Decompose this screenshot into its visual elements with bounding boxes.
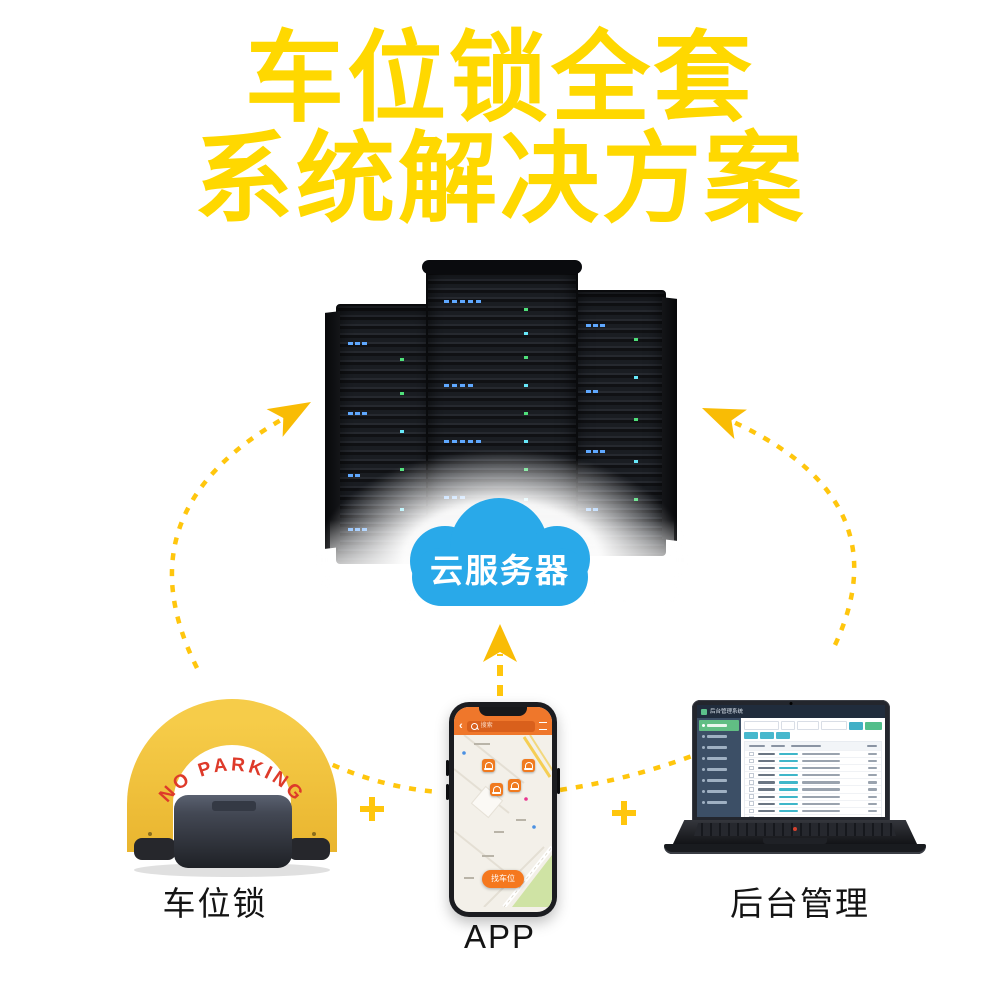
caption-app: APP — [463, 918, 537, 955]
smartphone: ‹ 搜索 — [446, 702, 560, 917]
phone-notch — [479, 707, 527, 716]
admin-logo — [701, 708, 707, 715]
sidebar-item — [699, 764, 739, 775]
admin-ui: 后台管理系统 — [697, 705, 885, 817]
laptop: 后台管理系统 — [664, 696, 926, 862]
table-row — [745, 764, 881, 771]
table-row — [745, 771, 881, 778]
title-line-1: 车位锁全套 — [245, 22, 755, 133]
caption-admin: 后台管理 — [730, 885, 870, 922]
lock-marker-icon — [490, 783, 503, 796]
caption-parking-lock: 车位锁 — [162, 885, 268, 922]
sidebar-item — [699, 797, 739, 808]
admin-filter-bar — [744, 721, 883, 730]
filter-select — [780, 721, 796, 730]
action-button — [776, 732, 790, 739]
sidebar-item — [699, 775, 739, 786]
plus-icon — [612, 801, 636, 825]
arrow-admin-to-server — [719, 413, 857, 646]
page-title: 车位锁全套 系统解决方案 — [0, 22, 1000, 234]
table-row — [745, 757, 881, 764]
lock-marker-icon — [482, 759, 495, 772]
filter-input — [744, 721, 779, 730]
power-button — [557, 768, 560, 794]
laptop-keyboard-deck — [672, 820, 918, 846]
server-led-lights — [400, 358, 404, 361]
arrowhead-up-icon — [483, 624, 517, 662]
table-row — [745, 778, 881, 785]
volume-button — [446, 784, 449, 800]
parking-lock-device: NO PARKING — [127, 699, 337, 877]
admin-content — [741, 718, 885, 817]
lock-base-box — [174, 795, 292, 868]
search-icon — [470, 722, 478, 730]
server-led-lights — [586, 324, 591, 327]
laptop-base — [664, 844, 926, 854]
map-view: 找车位 — [454, 735, 552, 912]
server-led-lights — [444, 300, 449, 303]
filter-select — [797, 721, 820, 730]
server-led-lights — [524, 308, 528, 311]
lock-marker-icon — [522, 759, 535, 772]
cloud-icon: 云服务器 — [408, 498, 592, 616]
arrow-lock-to-server — [169, 414, 290, 670]
phone-screen: ‹ 搜索 — [454, 707, 552, 912]
title-line-2: 系统解决方案 — [194, 122, 806, 234]
export-button — [864, 721, 883, 730]
lock-marker-icon — [508, 779, 521, 792]
find-parking-button: 找车位 — [482, 870, 524, 888]
admin-action-buttons — [744, 732, 882, 739]
lock-foot-left — [134, 838, 176, 860]
table-row — [745, 813, 881, 817]
admin-sidebar — [697, 718, 741, 817]
cloud-server-label: 云服务器 — [430, 552, 570, 589]
sidebar-item — [699, 742, 739, 753]
server-led-lights — [634, 338, 638, 341]
lock-foot-right — [288, 838, 330, 860]
plus-icon — [360, 797, 384, 821]
action-button — [744, 732, 758, 739]
admin-topbar: 后台管理系统 — [697, 705, 885, 718]
arrowhead-left-icon — [266, 402, 311, 437]
webcam-icon — [789, 702, 793, 705]
arrowhead-right-icon — [702, 408, 747, 440]
admin-table — [744, 741, 882, 817]
trackpoint-icon — [793, 827, 797, 831]
sidebar-item — [699, 731, 739, 742]
touchpad — [763, 838, 827, 844]
search-button — [849, 721, 863, 730]
table-row — [745, 806, 881, 814]
sidebar-item — [699, 786, 739, 797]
table-row — [745, 799, 881, 807]
search-input: 搜索 — [466, 720, 535, 732]
table-row — [745, 785, 881, 792]
server-led-lights — [348, 342, 353, 345]
sidebar-item — [699, 753, 739, 764]
laptop-screen: 后台管理系统 — [692, 700, 890, 822]
filter-input — [821, 721, 848, 730]
search-text: 搜索 — [480, 723, 493, 729]
app-header: ‹ 搜索 — [454, 717, 552, 735]
sidebar-active-item — [699, 720, 739, 731]
table-row — [745, 792, 881, 800]
lock-base-handle — [212, 801, 256, 811]
admin-system-title: 后台管理系统 — [710, 708, 744, 715]
back-chevron-icon: ‹ — [459, 720, 463, 732]
action-button — [760, 732, 774, 739]
volume-button — [446, 760, 449, 776]
menu-icon — [539, 722, 547, 730]
table-row — [745, 750, 881, 757]
table-header — [745, 742, 881, 750]
